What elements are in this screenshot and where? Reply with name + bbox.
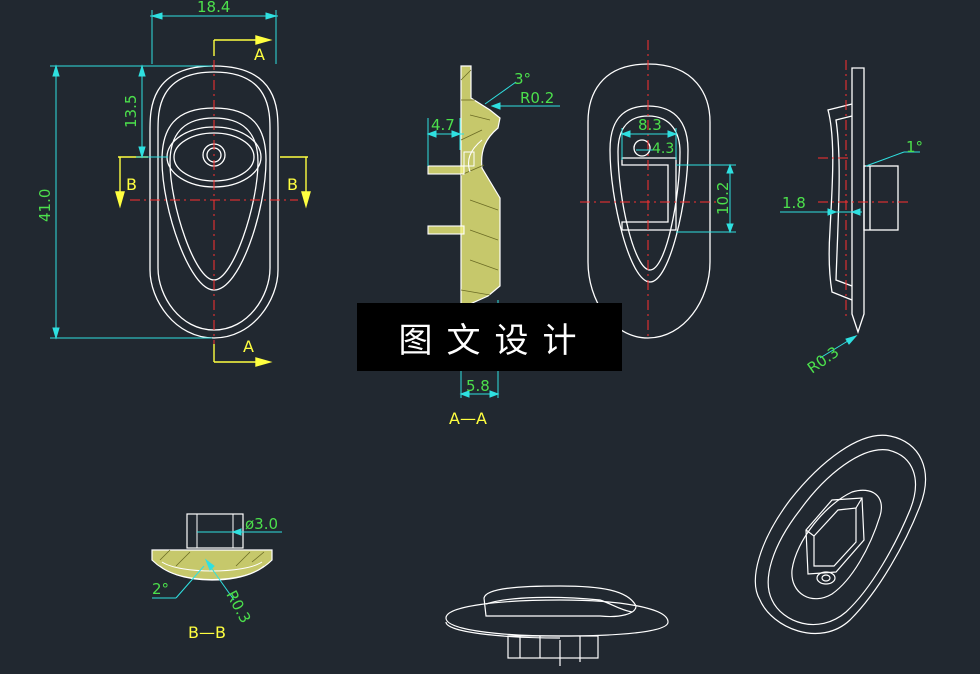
section-aa-view [427,65,501,305]
side-bracket [863,165,899,231]
side-centerlines [818,60,912,320]
dim-angle-1: 1° [906,138,923,156]
dim-radius-r0-3-bb: R0.3 [222,587,254,626]
iso-back-pad [791,489,882,600]
dim-height-10-2: 10.2 [714,182,732,215]
section-aa-rib-bottom [427,225,465,235]
iso-back-bracket [805,497,865,575]
dim-step-4-7: 4.7 [431,116,455,134]
side-view [827,67,899,335]
dim-angle-2: 2° [152,580,169,598]
iso-side-view [445,585,669,666]
front-section-marks [115,35,311,367]
iso-back-hole [816,571,836,585]
iso-back-view [754,434,927,635]
section-aa-caption: A—A [449,409,487,428]
section-b-right-label: B [287,175,298,194]
section-b-left-label: B [126,175,137,194]
section-bb-boss [186,513,244,549]
section-aa-hatched-body [460,65,501,305]
front-centerlines [130,40,298,362]
dim-height-41-0: 41.0 [36,189,54,222]
back-bracket [621,157,677,231]
dim-radius-r0-2: R0.2 [520,89,554,107]
section-bb-dimensions [152,528,282,601]
side-pad-profile [827,103,853,301]
back-hole [633,139,651,157]
side-plate [851,67,865,335]
front-dimensions [50,10,278,340]
side-dimensions [780,151,920,359]
front-outer-outline [149,65,279,339]
dim-small-4-3: 4.3 [652,141,674,157]
dim-depth-5-8: 5.8 [466,377,490,395]
iso-back-plate-inner [767,449,917,626]
dim-width-18-4: 18.4 [197,0,230,16]
iso-side-pad [483,585,637,618]
dim-diameter-3-0: ø3.0 [245,515,278,533]
section-aa-hole [463,151,475,167]
watermark-label: 图文设计 [357,303,622,371]
back-view [587,63,711,339]
iso-back-plate-outer [754,434,927,635]
iso-side-bracket [507,635,599,659]
dim-angle-3: 3° [514,70,531,88]
back-dimensions [620,128,736,234]
section-a-bottom-label: A [243,337,254,356]
dim-offset-13-5: 13.5 [122,95,140,128]
section-a-top-label: A [254,45,265,64]
section-aa-boss-curve [467,139,483,173]
back-centerlines [580,40,720,340]
back-outer-outline [587,63,711,339]
back-pad-outline [609,105,689,283]
side-pad-inner [835,115,853,287]
dim-width-8-3: 8.3 [638,116,662,134]
section-aa-rib-top [427,165,465,175]
dim-thickness-1-8: 1.8 [782,194,806,212]
iso-side-base-plate [445,599,669,637]
back-pad-inner [617,115,681,271]
section-bb-caption: B—B [188,623,226,642]
